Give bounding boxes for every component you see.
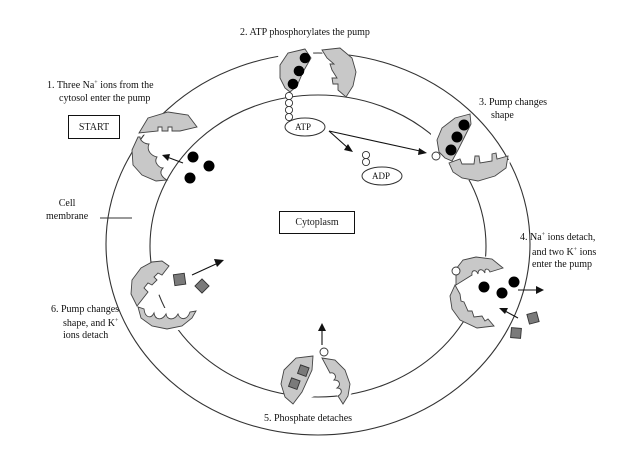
sodium-ion-icon: [293, 65, 305, 77]
pump-step1-bottom-half: [131, 136, 169, 182]
step4-label: 4. Na+ ions detach, and two K+ ions ente…: [520, 232, 597, 270]
atp-label: ATP: [295, 122, 312, 132]
pump-step4: [449, 256, 544, 339]
step2-label: 2. ATP phosphorylates the pump: [240, 27, 370, 38]
pump-step3-lower-half: [448, 152, 509, 182]
potassium-ion-icon: [172, 272, 187, 287]
pump-step6-upper-half: [130, 260, 170, 307]
membrane-outer-edge: [105, 52, 531, 436]
step5-label: 5. Phosphate detaches: [264, 413, 353, 424]
membrane-inner-edge: [149, 94, 487, 398]
sodium-ion-icon: [287, 78, 299, 90]
pump-step6: [130, 259, 224, 330]
cytoplasm-box: Cytoplasm: [279, 211, 355, 234]
cell-membrane-label-line1: Cell: [58, 198, 76, 209]
phosphate-icon: [451, 266, 461, 276]
cell-membrane-label-line2: membrane: [46, 211, 89, 222]
atp-molecule: [284, 117, 326, 137]
pump-step3: [430, 112, 510, 182]
pump-step1-top-half: [138, 111, 198, 134]
step3-label: 3. Pump changes shape: [479, 97, 548, 121]
step1-label: 1. Three Na+ ions from the cytosol enter…: [47, 80, 154, 104]
sodium-ion-icon: [458, 119, 470, 131]
pump-step6-lower-half: [137, 306, 197, 330]
pump-step1: [131, 111, 215, 184]
potassium-ion-icon: [526, 311, 540, 325]
phosphate-icon: [319, 347, 329, 357]
potassium-ion-icon: [287, 377, 301, 390]
sodium-ion-icon: [496, 287, 508, 299]
sodium-ion-icon: [184, 172, 196, 184]
pump-step5-right-half: [321, 357, 351, 405]
step6-label: 6. Pump changes shape, and K+ ions detac…: [51, 304, 120, 341]
pump-step5: [280, 323, 358, 405]
start-label: START: [78, 121, 110, 133]
cell-membrane-label: Cell membrane: [46, 197, 88, 223]
potassium-ion-icon: [194, 278, 210, 294]
pump-step4-upper-half: [455, 256, 504, 286]
adp-label: ADP: [372, 171, 391, 181]
pump-step4-lower-half: [449, 284, 495, 329]
pump-step2: [278, 45, 427, 186]
potassium-ion-icon: [296, 364, 310, 377]
sodium-ion-icon: [203, 160, 215, 172]
cytoplasm-label: Cytoplasm: [295, 217, 339, 228]
adp-molecule: [361, 166, 403, 186]
sodium-ion-icon: [478, 281, 490, 293]
sodium-ion-icon: [299, 52, 311, 64]
sodium-ion-icon: [445, 144, 457, 156]
phosphate-icon: [431, 151, 441, 161]
potassium-ion-icon: [510, 327, 522, 339]
start-box: START: [68, 115, 120, 139]
sodium-ion-icon: [451, 131, 463, 143]
sodium-ion-icon: [187, 151, 199, 163]
pump-step2-right-half: [321, 47, 357, 98]
sodium-ion-icon: [508, 276, 520, 288]
